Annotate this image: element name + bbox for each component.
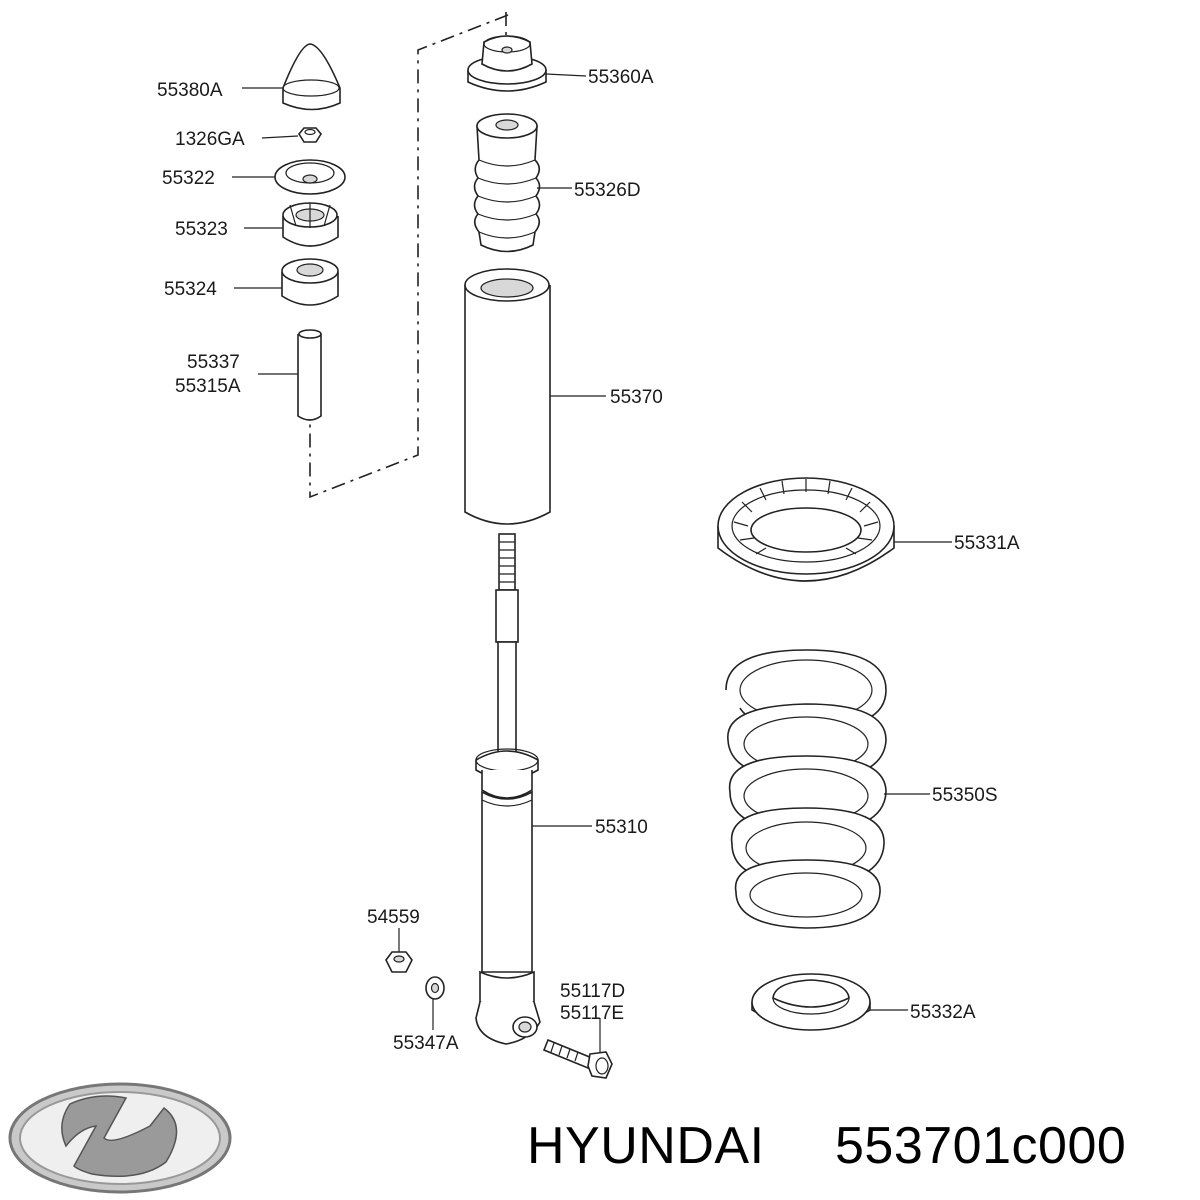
part-55322-washer [274, 159, 346, 195]
label-54559: 54559 [367, 907, 420, 928]
caption-part-number: 553701c000 [835, 1117, 1126, 1175]
label-55326D: 55326D [574, 180, 641, 201]
label-1326GA: 1326GA [175, 129, 245, 150]
label-55117E: 55117E [560, 1003, 624, 1024]
part-55324-bushing [281, 258, 339, 306]
part-55370-dust-cover [464, 268, 551, 525]
part-55360A-upper-mount [467, 35, 547, 92]
label-55310: 55310 [595, 817, 648, 838]
label-55322: 55322 [162, 168, 215, 189]
label-55347A: 55347A [393, 1033, 459, 1054]
label-55324: 55324 [164, 279, 217, 300]
label-55117D: 55117D [560, 981, 625, 1002]
part-55337-sleeve [297, 329, 322, 421]
part-55117-bolt [542, 1038, 613, 1079]
label-55350S: 55350S [932, 785, 998, 806]
label-55370: 55370 [610, 387, 663, 408]
label-55323: 55323 [175, 219, 228, 240]
assembly-dashed-line [309, 12, 509, 499]
part-55380A-dust-cap [282, 43, 341, 111]
part-55331A-spring-pad [717, 477, 895, 582]
label-55337: 55337 [187, 352, 240, 373]
part-55332A-lower-pad [751, 973, 871, 1031]
label-55332A: 55332A [910, 1002, 976, 1023]
part-55350S-coil-spring [725, 649, 887, 929]
hyundai-logo-icon [8, 1082, 232, 1194]
part-54559-nut [385, 951, 413, 973]
label-55360A: 55360A [588, 67, 654, 88]
part-55310-shock-absorber [475, 533, 541, 1045]
part-55347A-washer [425, 976, 445, 1000]
part-55323-bushing [282, 202, 339, 247]
caption-brand: HYUNDAI [527, 1117, 765, 1175]
label-55315A: 55315A [175, 376, 241, 397]
part-55326D-bump-stopper [473, 113, 541, 253]
label-55380A: 55380A [157, 80, 223, 101]
leader-lines [232, 73, 952, 1052]
label-55331A: 55331A [954, 533, 1020, 554]
part-1326GA-nut [298, 127, 322, 143]
